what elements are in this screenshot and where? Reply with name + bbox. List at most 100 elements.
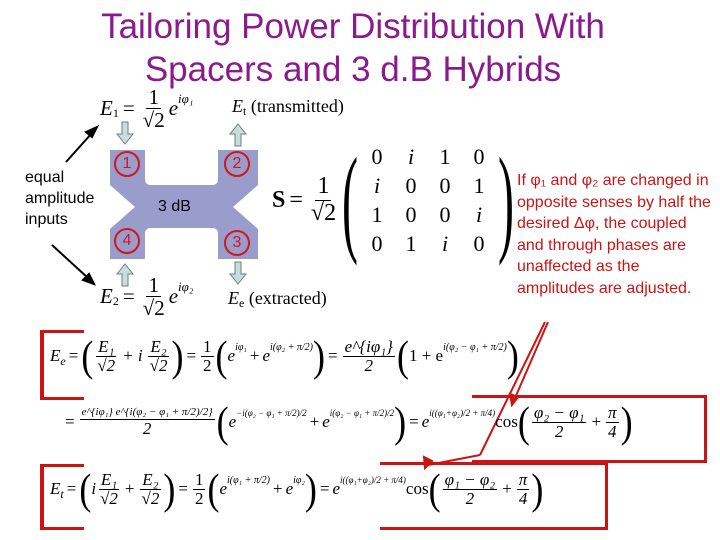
e: e xyxy=(219,479,227,499)
fraction: 1√2 xyxy=(141,86,167,131)
fraction: e^{iφ₁} e^{i(φ₂ − φ₁ + π/2)/2}2 xyxy=(79,407,215,438)
op: + xyxy=(502,479,512,499)
eq: = xyxy=(409,412,419,432)
e1-sub: 1 xyxy=(112,106,119,121)
exponent: i(φ₂ − φ₁ + π/2) xyxy=(443,341,507,353)
port-3: 3 xyxy=(224,230,250,256)
op: + xyxy=(591,412,602,432)
op: + xyxy=(309,412,320,432)
matrix-right-paren: ) xyxy=(498,133,515,266)
matrix-cell: 1 xyxy=(371,201,383,227)
lhs: E xyxy=(50,479,61,499)
den: √2 xyxy=(149,355,168,375)
den: 2 xyxy=(142,418,152,438)
highlight-frames xyxy=(40,330,707,530)
matrix-cell: 0 xyxy=(439,201,451,227)
matrix-cell: 0 xyxy=(371,230,383,256)
fraction: E₁√2 xyxy=(95,338,117,375)
matrix-cell: i xyxy=(475,201,483,227)
lhs-sub: e xyxy=(60,353,66,368)
num: E₁ xyxy=(96,337,117,357)
exponent: iφ₂ xyxy=(178,278,194,294)
eq: = xyxy=(66,479,77,499)
e: e xyxy=(285,479,294,499)
callout-line xyxy=(479,321,546,456)
num: 1 xyxy=(315,173,332,201)
explanation-note: If φ₁ and φ₂ are changed in opposite sen… xyxy=(517,172,711,297)
eq: = xyxy=(122,96,135,121)
slide-title-line1: Tailoring Power Distribution With xyxy=(101,7,605,46)
num: E₁ xyxy=(98,470,120,490)
eq: = xyxy=(319,479,330,499)
port-1: 1 xyxy=(114,151,140,177)
term: 1 + e xyxy=(408,346,444,366)
fraction: 1√2 xyxy=(141,274,167,319)
num: φ₁ − φ₂ xyxy=(442,470,498,490)
hybrid-label: 3 dB xyxy=(158,198,191,215)
exponent: i((φ₁+φ₂)/2 + π/4) xyxy=(340,475,406,486)
matrix-cell: 0 xyxy=(405,172,417,198)
matrix-cell: 0 xyxy=(405,201,417,227)
et-result-box xyxy=(380,462,608,465)
exponent: i(φ₁ + π/2) xyxy=(226,474,270,486)
matrix-cell: 0 xyxy=(473,143,485,169)
et-bracket xyxy=(40,464,44,530)
label-line: equal xyxy=(25,169,65,186)
den: √2 xyxy=(310,199,337,226)
matrix-left-paren: ( xyxy=(342,133,359,266)
output-arrow-2-icon xyxy=(228,123,248,147)
slide-title-line2: Spacers and 3 d.B Hybrids xyxy=(144,50,562,89)
cos: cos xyxy=(495,412,518,432)
den: 2 xyxy=(465,488,475,508)
den: 2 xyxy=(554,421,564,441)
et-sub: t xyxy=(243,104,247,118)
exponent: iφ₁ xyxy=(235,341,247,353)
port-2: 2 xyxy=(224,151,250,177)
lhs-sub: t xyxy=(60,486,64,501)
den: √2 xyxy=(142,108,165,133)
e1-symbol: E xyxy=(100,96,113,121)
exponent: i((φ₁+φ₂)/2 + π/4) xyxy=(429,408,496,419)
ee-result-box xyxy=(472,395,707,398)
e: e xyxy=(262,346,271,366)
eq: = xyxy=(178,479,188,499)
exponent: −i(φ₂ − φ₁ + π/2)/2 xyxy=(236,408,307,419)
den: √2 xyxy=(141,488,160,508)
op: + xyxy=(124,479,135,499)
num: E₂ xyxy=(148,337,169,357)
op: + xyxy=(249,346,260,366)
num: 1 xyxy=(146,85,161,110)
matrix-cell: i xyxy=(441,230,449,256)
i: i xyxy=(91,479,97,499)
matrix-cell: 0 xyxy=(439,172,451,198)
inputs-label: equal amplitude inputs xyxy=(25,167,94,230)
ee-text: (extracted) xyxy=(248,288,327,308)
hybrid-coupler-shape xyxy=(110,150,258,259)
den: √2 xyxy=(100,488,118,508)
matrix-cell: i xyxy=(407,143,415,169)
fraction: E₂√2 xyxy=(148,338,170,375)
den: √2 xyxy=(97,355,116,375)
fraction: E₁√2 xyxy=(98,471,120,508)
arrowhead-icon xyxy=(81,272,97,286)
den: 2 xyxy=(364,355,374,375)
e2-symbol: E xyxy=(100,284,113,309)
et-symbol: E xyxy=(232,96,243,116)
callout-line xyxy=(514,321,549,399)
eq: = xyxy=(122,284,135,309)
num: e^{iφ₁} xyxy=(342,337,395,357)
input-arrow-1-icon xyxy=(115,121,135,145)
